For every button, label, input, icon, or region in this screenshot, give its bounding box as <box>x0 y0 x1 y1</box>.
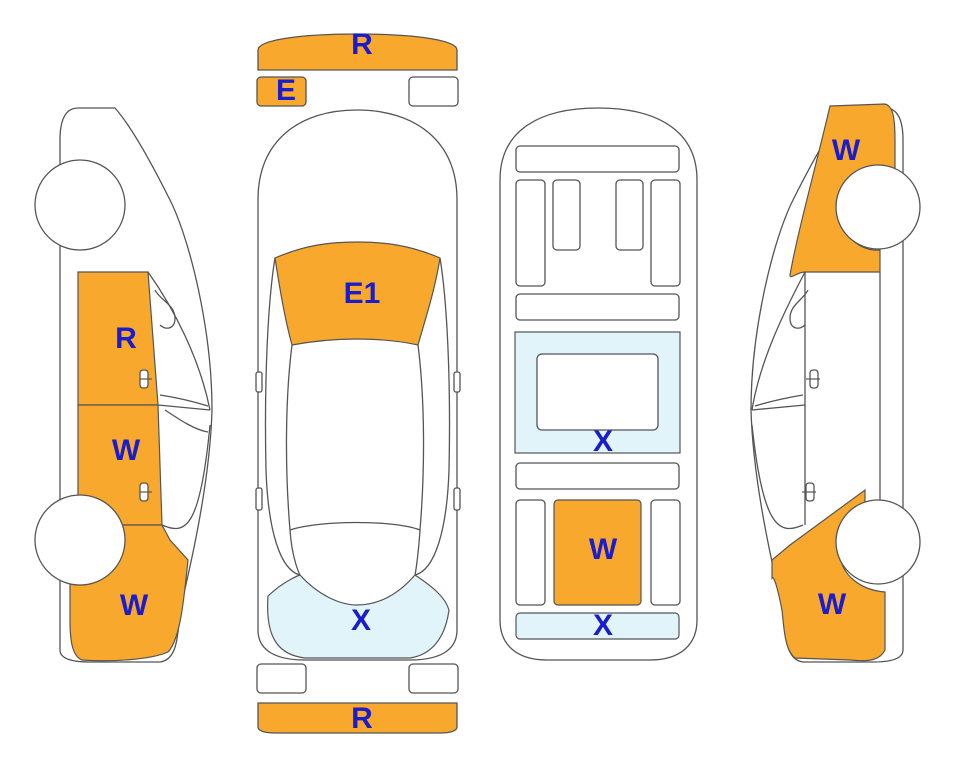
front-bumper-label: R <box>351 28 373 61</box>
rear-left-light[interactable] <box>256 663 307 694</box>
left-side-view: R W W <box>34 107 213 663</box>
rear-bumper-label: R <box>351 702 373 735</box>
rear-bumper[interactable] <box>257 702 458 734</box>
interior-view: X W X <box>499 107 698 661</box>
right-rear-wheel <box>835 499 921 585</box>
hood-label: E1 <box>344 277 381 310</box>
left-front-wheel <box>34 159 126 251</box>
front-left-light-label: E <box>276 74 296 107</box>
interior-trunk-area[interactable] <box>515 612 680 640</box>
hood-windshield-area[interactable] <box>274 241 441 346</box>
interior-mid-label: X <box>593 425 613 458</box>
left-rear-door-label: W <box>112 434 141 467</box>
right-rear-quarter-label: W <box>818 588 847 621</box>
right-front-wheel <box>835 164 921 250</box>
left-front-door-label: R <box>115 322 137 355</box>
top-view: R E E1 X R <box>255 28 461 735</box>
front-right-light[interactable] <box>408 76 459 107</box>
interior-rear-seat-label: W <box>589 533 618 566</box>
interior-rear-seat-area[interactable] <box>553 499 642 606</box>
rear-window-label: X <box>351 604 371 637</box>
left-rear-wheel <box>34 494 126 586</box>
front-left-light[interactable] <box>256 76 307 107</box>
right-front-fender-label: W <box>832 134 861 167</box>
interior-trunk-label: X <box>593 609 613 642</box>
right-side-view: W W <box>750 103 921 663</box>
front-bumper[interactable] <box>257 33 458 71</box>
rear-right-light[interactable] <box>408 663 459 694</box>
left-rear-quarter-label: W <box>120 589 149 622</box>
